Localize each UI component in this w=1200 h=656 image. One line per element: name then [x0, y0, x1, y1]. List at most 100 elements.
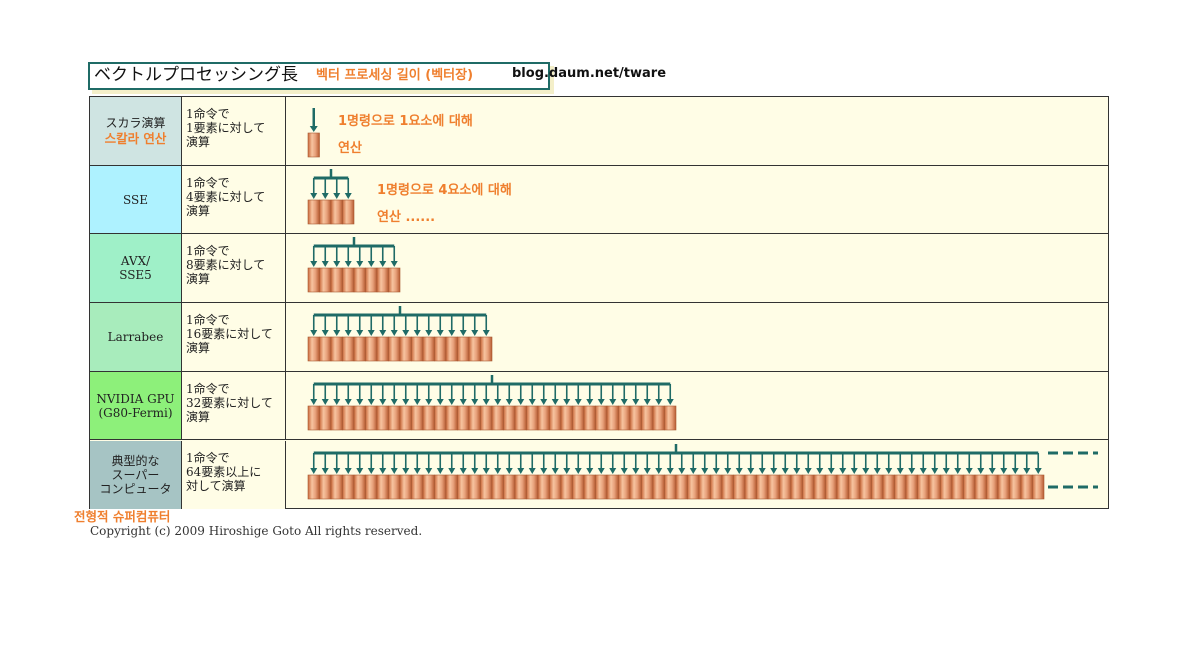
element-arrow-head [885, 467, 893, 474]
data-element [549, 405, 562, 431]
element-diagram-svg [307, 306, 493, 362]
element-arrow-head [666, 467, 674, 474]
title-japanese: ベクトルプロセッシング長 [94, 65, 298, 85]
element-arrow-head [379, 467, 387, 474]
architecture-name: SSE [123, 192, 148, 207]
architecture-name-cell: NVIDIA GPU(G80-Fermi) [90, 371, 182, 440]
data-element [307, 474, 320, 499]
element-arrow-head [655, 398, 663, 405]
element-arrow-head [321, 330, 329, 337]
element-arrow-head [413, 398, 421, 405]
element-arrow-head [344, 192, 352, 199]
data-element [388, 405, 401, 431]
element-arrow-head [597, 398, 605, 405]
korean-note-line1: 1명령으로 1요소에 대해 [338, 114, 473, 129]
element-arrow-head [517, 398, 525, 405]
data-element [629, 474, 642, 499]
architecture-name-korean: 스칼라 연산 [104, 130, 167, 146]
element-diagram-svg [307, 237, 401, 293]
data-element [491, 474, 504, 499]
element-arrow-head [356, 330, 364, 337]
data-element [560, 405, 573, 431]
data-element [871, 474, 884, 499]
data-element [583, 474, 596, 499]
data-element [307, 199, 320, 224]
element-arrow-head [494, 467, 502, 474]
element-diagram-svg [307, 443, 1098, 499]
data-element [342, 336, 355, 362]
data-element [376, 405, 389, 431]
element-arrow-head [701, 467, 709, 474]
element-arrow-head [471, 467, 479, 474]
element-arrow-head [551, 467, 559, 474]
element-arrow-head [459, 330, 467, 337]
data-element [365, 268, 378, 293]
data-element [560, 474, 573, 499]
data-element [882, 474, 895, 499]
element-arrow-head [471, 330, 479, 337]
data-element [572, 474, 585, 499]
data-element [503, 405, 516, 431]
architecture-name: 典型的な [111, 453, 160, 468]
element-arrow-head [666, 398, 674, 405]
element-arrow-head [333, 192, 341, 199]
data-element [307, 336, 320, 362]
element-arrow-head [379, 398, 387, 405]
table-row: NVIDIA GPU(G80-Fermi)1命令で 32要素に対して 演算 [90, 371, 1108, 441]
data-element [342, 199, 355, 224]
data-element [825, 474, 838, 499]
data-element [963, 474, 976, 499]
data-element [836, 474, 849, 499]
element-arrow-head [356, 398, 364, 405]
data-element [365, 336, 378, 362]
element-arrow-head [321, 467, 329, 474]
data-element [365, 405, 378, 431]
element-arrow-head [896, 467, 904, 474]
architecture-name: (G80-Fermi) [98, 405, 173, 420]
data-element [399, 474, 412, 499]
blog-url: blog.daum.net/tware [512, 66, 667, 81]
architecture-name: スカラ演算 [105, 115, 166, 130]
data-element [457, 474, 470, 499]
operation-description: 1命令で 8要素に対して 演算 [182, 234, 286, 303]
element-arrow-head [482, 467, 490, 474]
element-arrow-head [459, 398, 467, 405]
copyright: Copyright (c) 2009 Hiroshige Goto All ri… [90, 524, 423, 538]
element-arrow-head [482, 330, 490, 337]
data-element [319, 474, 332, 499]
title-box: ベクトルプロセッシング長 벡터 프로세싱 길이 (벡터장) [88, 62, 550, 90]
data-element [744, 474, 757, 499]
data-element [549, 474, 562, 499]
architecture-name: スーパー [111, 467, 160, 482]
footer-korean-note: 전형적 슈퍼컴퓨터 [74, 509, 171, 524]
element-arrow-head [402, 398, 410, 405]
element-arrow-head [344, 398, 352, 405]
element-arrow-head [563, 398, 571, 405]
data-element [514, 474, 527, 499]
element-arrow-head [402, 467, 410, 474]
data-element [319, 336, 332, 362]
data-element [905, 474, 918, 499]
data-element [664, 405, 677, 431]
data-element [376, 336, 389, 362]
data-element [537, 405, 550, 431]
data-element [330, 268, 343, 293]
title-korean: 벡터 프로세싱 길이 (벡터장) [316, 68, 474, 83]
data-element [330, 199, 343, 224]
element-arrow-head [988, 467, 996, 474]
data-element [583, 405, 596, 431]
architecture-name-cell: Larrabee [90, 303, 182, 371]
data-element [572, 405, 585, 431]
data-element [376, 474, 389, 499]
data-element [595, 474, 608, 499]
element-arrow-head [735, 467, 743, 474]
element-diagram-svg [307, 108, 320, 158]
element-arrow-head [321, 398, 329, 405]
element-arrow-head [379, 330, 387, 337]
operation-description: 1命令で 4要素に対して 演算 [182, 165, 286, 234]
data-element [733, 474, 746, 499]
element-arrow-head [471, 398, 479, 405]
simd-width-diagram [286, 372, 1108, 440]
